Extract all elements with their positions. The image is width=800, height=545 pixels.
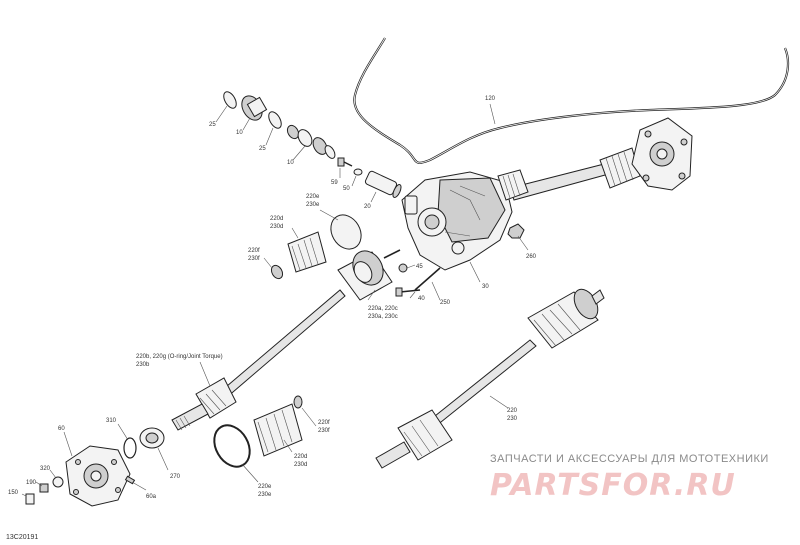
wheel-hub-bottom (65, 445, 131, 507)
callout-220e: 220e (258, 484, 272, 490)
callout-230b: 230b (136, 362, 150, 368)
differential-housing (401, 171, 513, 271)
callout-230e: 230e (306, 202, 320, 208)
callout-230f: 230f (248, 256, 260, 262)
callout-220e: 220e (306, 194, 320, 200)
callout-25: 25 (209, 122, 216, 128)
callout-190: 190 (26, 480, 37, 486)
diagram-code: 13C20191 (6, 534, 38, 541)
boot-upper (270, 214, 362, 280)
callout-220f: 220f (248, 248, 260, 254)
washer-50 (353, 168, 363, 176)
callout-25: 25 (259, 146, 266, 152)
callout-230a-230c: 230a, 230c (368, 314, 398, 320)
callout-40: 40 (418, 296, 425, 302)
pin-150 (25, 493, 35, 505)
drive-shaft-upper (171, 249, 401, 431)
callout-260: 260 (526, 254, 537, 260)
seal-group (223, 91, 336, 159)
bolt-40 (395, 287, 421, 297)
nut-260 (507, 223, 525, 239)
callout-30: 30 (482, 284, 489, 290)
callout-230e: 230e (258, 492, 272, 498)
callout-220: 220 (507, 408, 518, 414)
drive-shaft-lower (375, 288, 605, 469)
boot-clamp-large (213, 424, 251, 468)
callout-20: 20 (364, 204, 371, 210)
callout-45: 45 (416, 264, 423, 270)
wheel-hub-top (631, 117, 693, 191)
callout-220b-220g: 220b, 220g (O-ring/Joint Torque) (136, 354, 223, 360)
callout-220a-220c: 220a, 220c (368, 306, 398, 312)
boot-lower (253, 395, 303, 457)
callout-120: 120 (485, 96, 496, 102)
callout-310: 310 (106, 418, 117, 424)
callout-230f: 230f (318, 428, 330, 434)
bolt-250 (414, 267, 441, 291)
callout-10: 10 (287, 160, 294, 166)
breather-hose (353, 37, 790, 164)
bolt-59 (337, 157, 353, 167)
nut-190 (39, 483, 49, 493)
washer-320 (52, 476, 64, 488)
callout-50: 50 (343, 186, 350, 192)
callout-150: 150 (8, 490, 19, 496)
callout-270: 270 (170, 474, 181, 480)
callout-250: 250 (440, 300, 451, 306)
callout-59: 59 (331, 180, 338, 186)
callout-220d: 220d (294, 454, 307, 460)
watermark-logo: PARTSFOR.RU (490, 468, 736, 503)
callout-10: 10 (236, 130, 243, 136)
callout-230d: 230d (294, 462, 307, 468)
callout-230d: 230d (270, 224, 283, 230)
sleeve-20 (364, 170, 402, 198)
callout-320: 320 (40, 466, 51, 472)
watermark-tagline: ЗАПЧАСТИ И АКСЕССУАРЫ ДЛЯ МОТОТЕХНИКИ (490, 453, 769, 465)
callout-60a: 60a (146, 494, 157, 500)
callout-220d: 220d (270, 216, 283, 222)
callout-220f: 220f (318, 420, 330, 426)
bolt-45 (398, 263, 408, 273)
callout-60: 60 (58, 426, 65, 432)
callout-230: 230 (507, 416, 518, 422)
propeller-shaft (497, 147, 641, 201)
circlip-310 (123, 437, 137, 459)
